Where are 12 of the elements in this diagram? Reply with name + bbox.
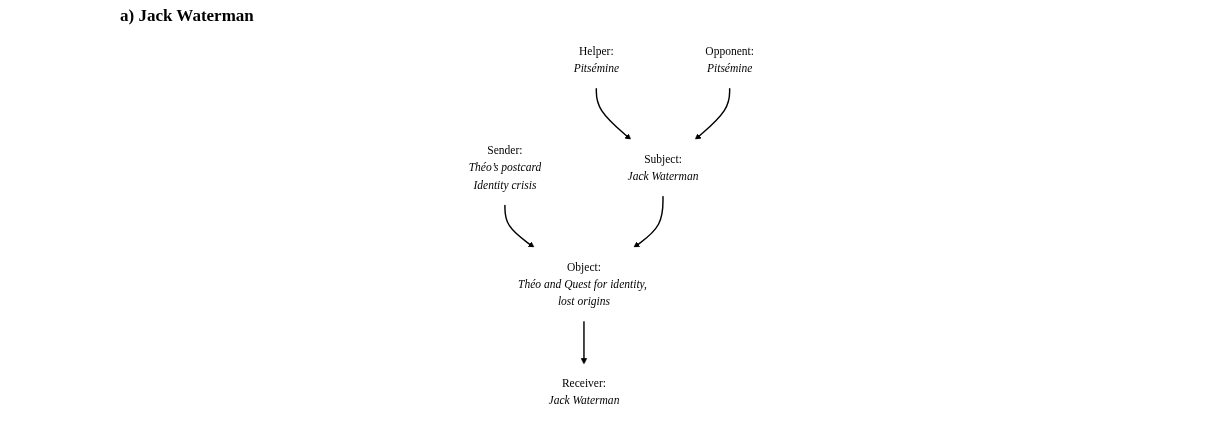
arrow: [633, 195, 664, 248]
diagram-title: a) Jack Waterman: [120, 6, 255, 26]
node-text: Receiver: Jack Waterman: [548, 377, 620, 407]
node-text: Object: Théo and Quest for identity, lost origins: [518, 260, 648, 308]
node-text: Opponent: Pitsémine: [705, 44, 755, 75]
arrow: [504, 203, 535, 248]
arrow: [595, 87, 632, 140]
node-text: Subject: Jack Waterman: [627, 152, 699, 183]
arrow: [695, 87, 731, 140]
node-text: Sender: Théo’s postcard Identity crisis: [468, 143, 542, 191]
arrow: [581, 320, 588, 365]
node-text: Helper: Pitsémine: [573, 44, 620, 75]
